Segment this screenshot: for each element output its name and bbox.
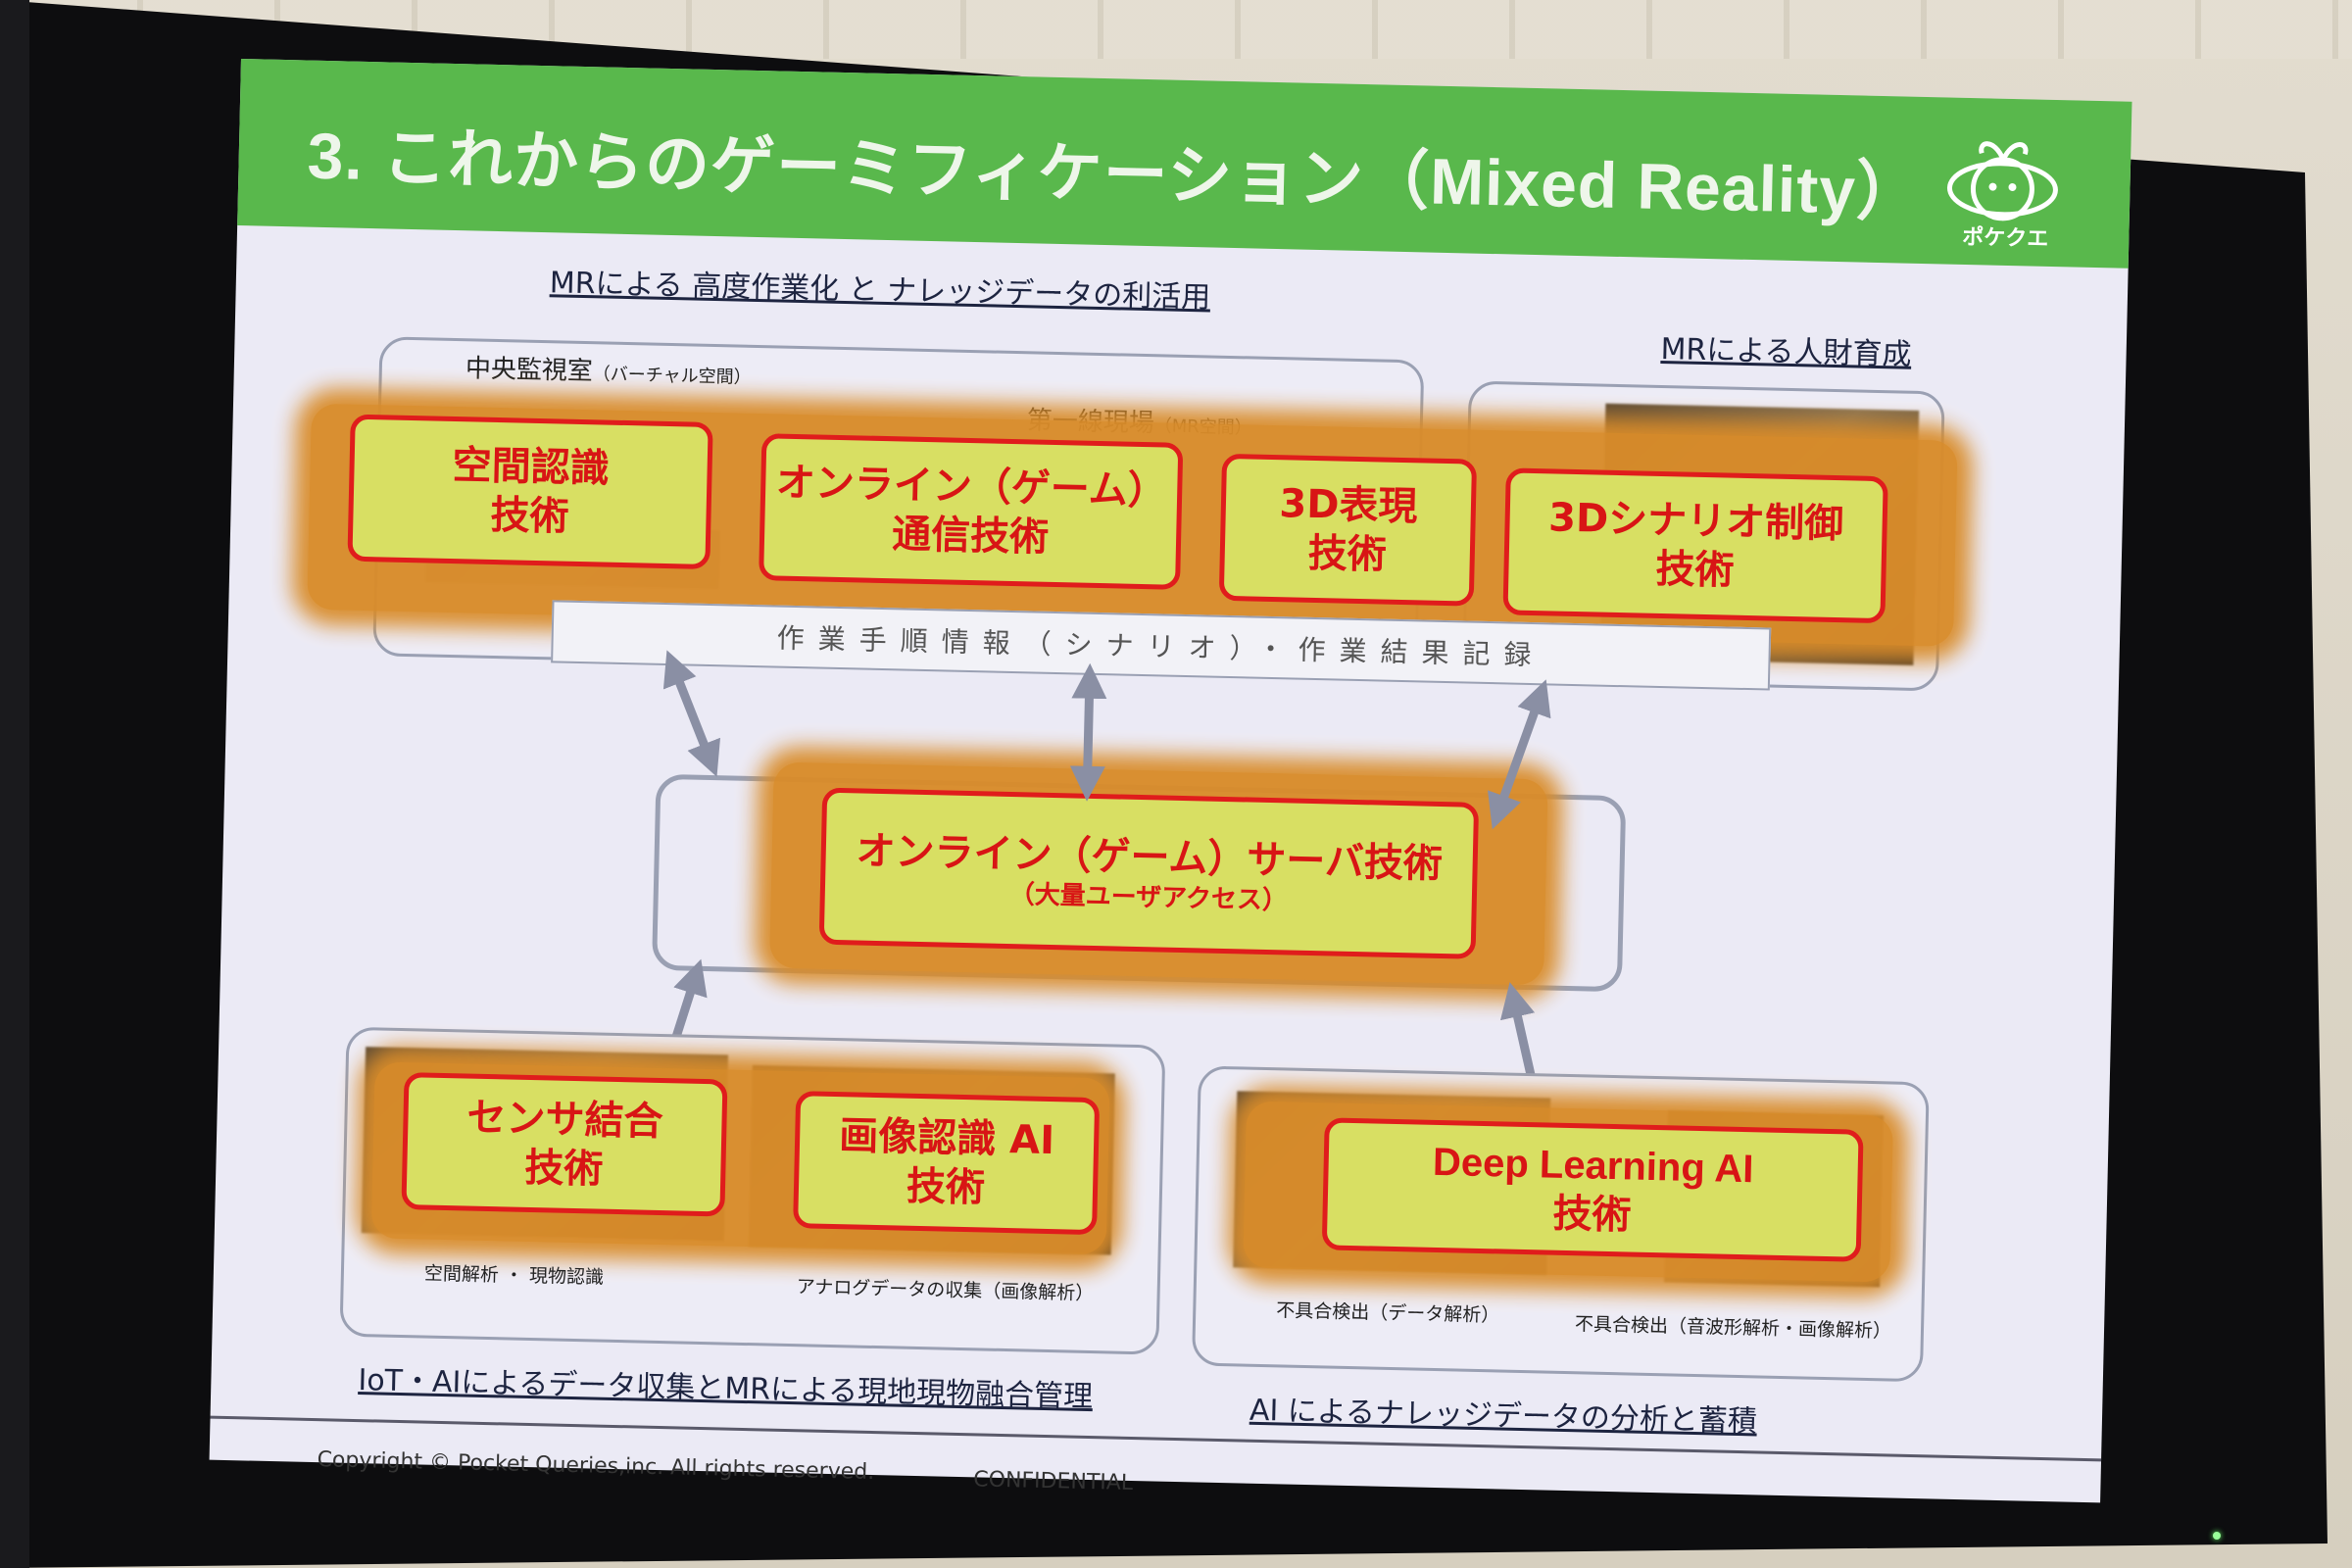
- tv-power-led: [2213, 1532, 2221, 1540]
- arrow-top-right: [1488, 679, 1551, 830]
- pokequest-logo-icon: [1946, 141, 2058, 221]
- caption-defect-data: 不具合検出（データ解析）: [1276, 1299, 1500, 1327]
- confidential-label: CONFIDENTIAL: [973, 1467, 1134, 1496]
- sensor-fusion-box: センサ結合技術: [401, 1072, 728, 1217]
- arrow-top-center: [1069, 662, 1107, 802]
- caption-spatial-analysis: 空間解析 ・ 現物認識: [423, 1262, 605, 1289]
- slide-header: 3. これからのゲーミフィケーション（Mixed Reality） ポケクエ: [237, 59, 2132, 269]
- arrow-top-left: [662, 650, 721, 777]
- presentation-slide: 3. これからのゲーミフィケーション（Mixed Reality） ポケクエ M…: [209, 59, 2132, 1503]
